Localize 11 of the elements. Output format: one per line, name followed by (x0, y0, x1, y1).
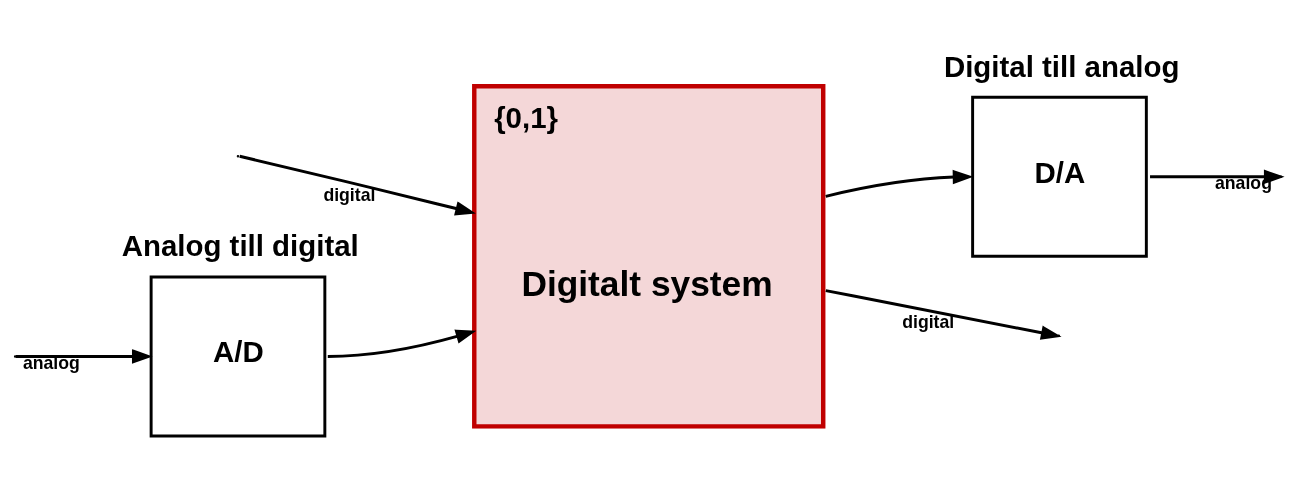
node-label: Digital till analog (943, 49, 1180, 83)
node-label: Analog till digital (121, 228, 359, 262)
edge-label: digital (902, 311, 955, 332)
arrow (825, 169, 974, 198)
edge-label: analog (22, 352, 80, 373)
edge-label: digital (323, 184, 376, 205)
node-box: D/A (971, 95, 1148, 258)
node-box: A/D (149, 274, 327, 437)
arrow (15, 348, 153, 364)
arrow (327, 329, 477, 358)
arrow (239, 154, 476, 215)
